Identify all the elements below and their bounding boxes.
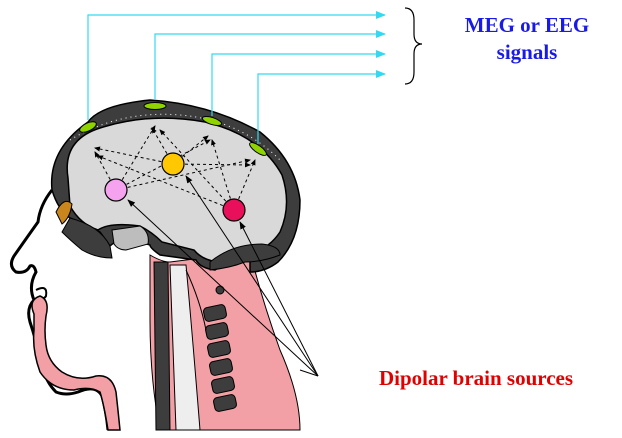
- sources-label: Dipolar brain sources: [330, 365, 622, 392]
- signals-label-line2: signals: [432, 39, 622, 66]
- dipole-red: [223, 199, 245, 221]
- signals-label: MEG or EEG signals: [432, 12, 622, 66]
- dipole-pink: [105, 179, 127, 201]
- dipole-yellow: [162, 153, 184, 175]
- signals-label-line1: MEG or EEG: [432, 12, 622, 39]
- mouth-tract: [32, 296, 120, 430]
- palate: [112, 226, 148, 250]
- sensor-2: [144, 103, 166, 110]
- brace: [405, 8, 422, 84]
